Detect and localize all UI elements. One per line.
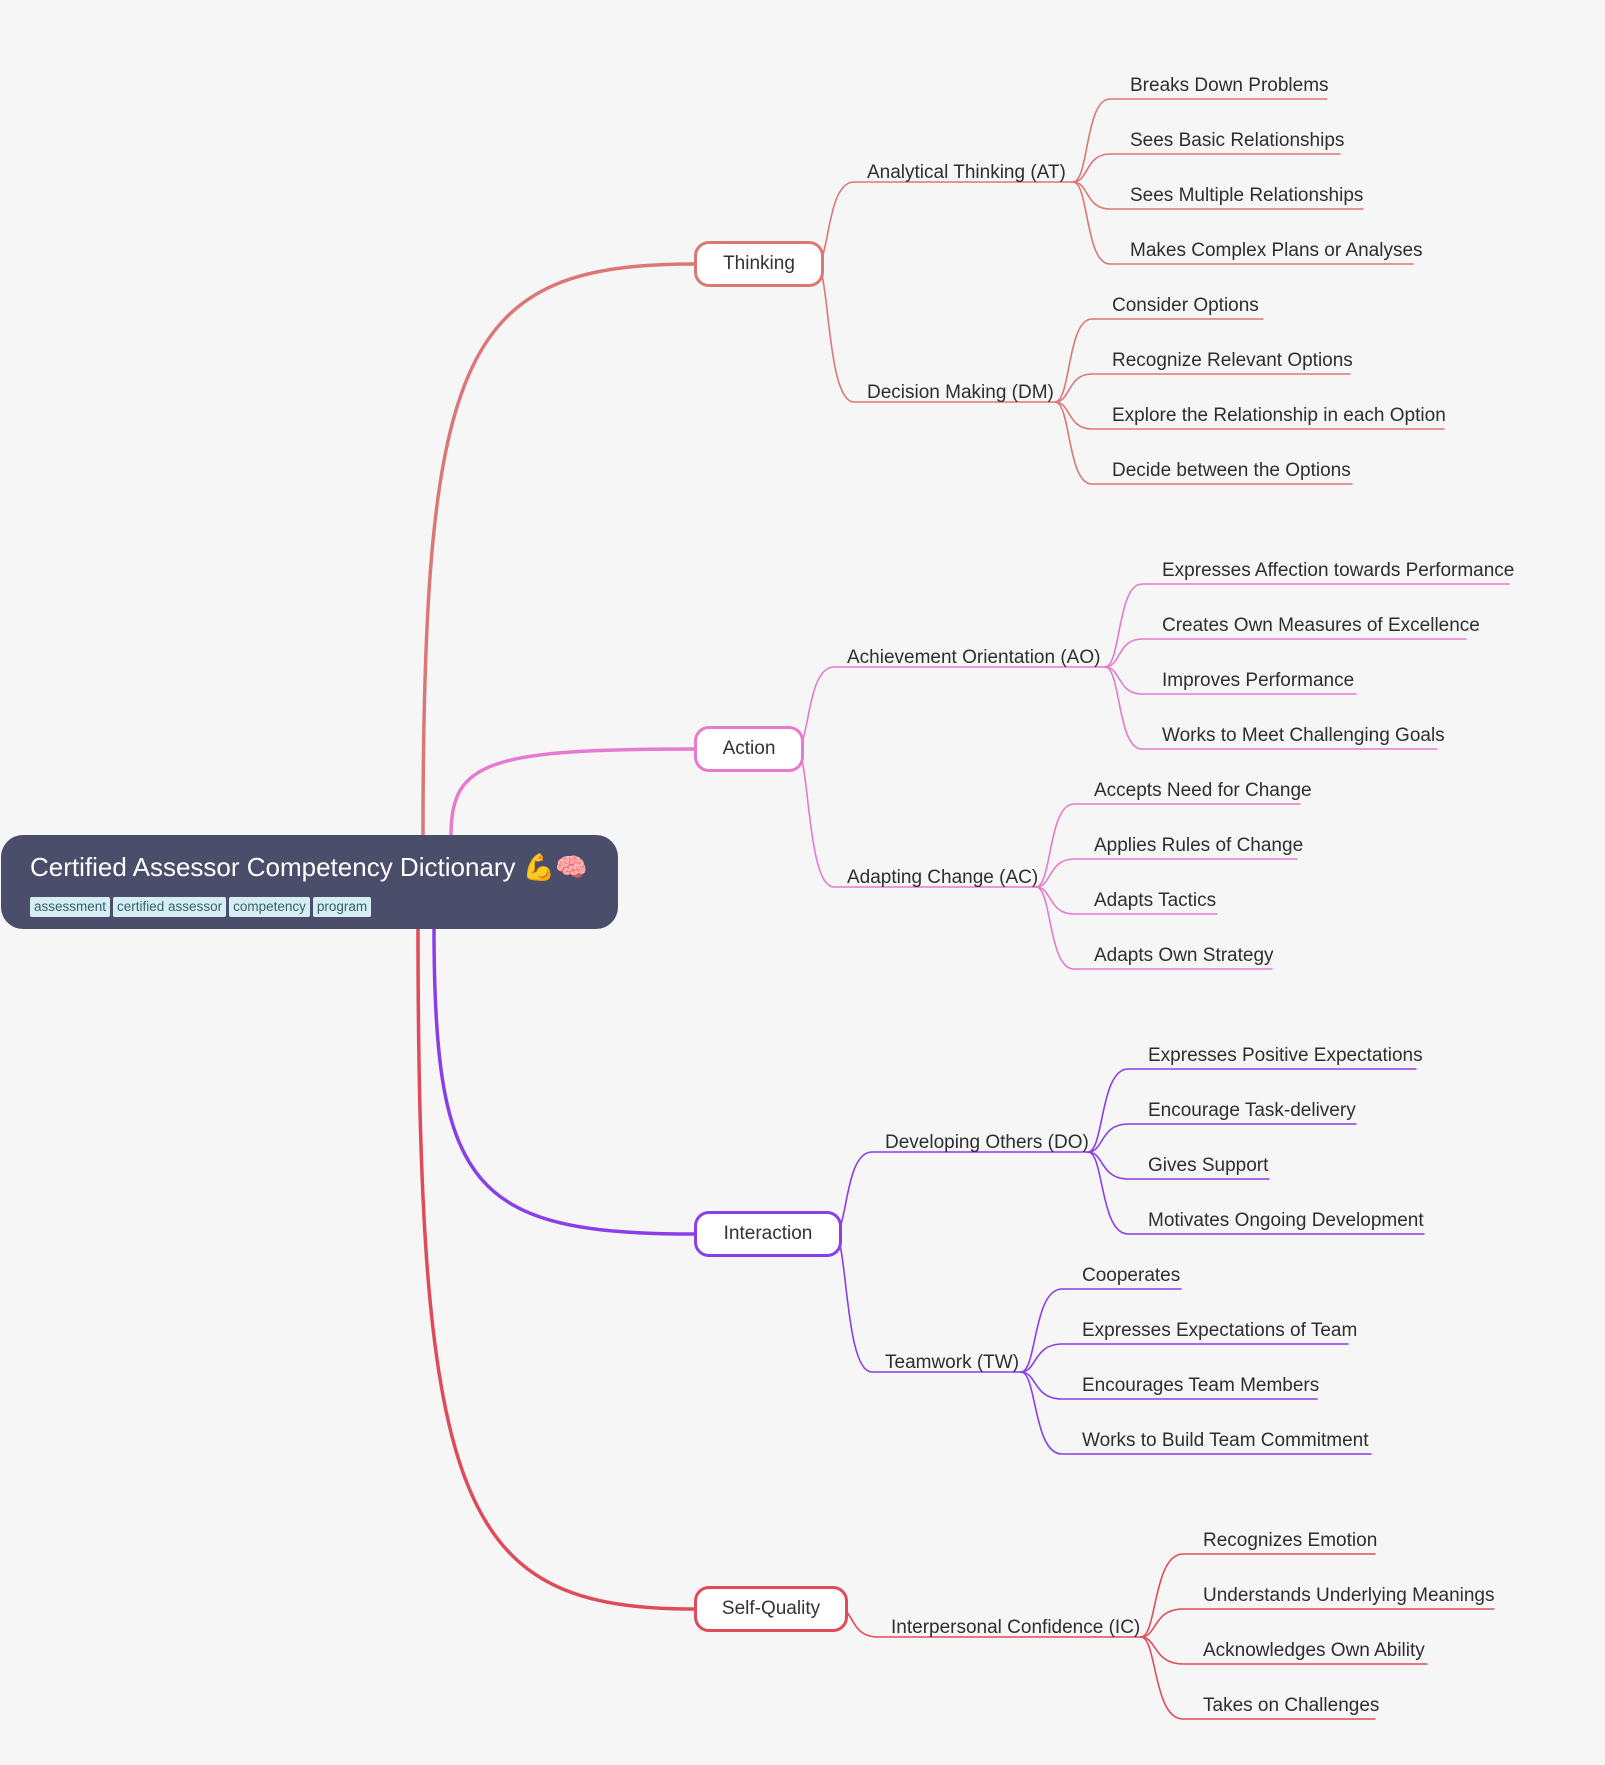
tag-program[interactable]: program xyxy=(312,897,372,917)
leaf-item[interactable]: Explore the Relationship in each Option xyxy=(1112,405,1446,426)
leaf-connector xyxy=(1140,1636,1376,1720)
root-connector xyxy=(449,747,696,837)
leaf-item[interactable]: Acknowledges Own Ability xyxy=(1203,1640,1425,1661)
leaf-connector xyxy=(1020,1343,1349,1373)
leaf-connector xyxy=(1140,1608,1495,1638)
root-topic[interactable]: Certified Assessor Competency Dictionary… xyxy=(1,835,618,929)
leaf-connector xyxy=(1035,858,1298,888)
subtopic-connector xyxy=(795,666,1106,750)
branch-self-quality[interactable]: Self-Quality xyxy=(694,1586,848,1632)
leaf-connector xyxy=(1087,1151,1425,1235)
leaf-item[interactable]: Sees Multiple Relationships xyxy=(1130,185,1364,206)
subtopic-label[interactable]: Teamwork (TW) xyxy=(885,1352,1020,1373)
branch-interaction[interactable]: Interaction xyxy=(694,1211,842,1257)
leaf-connector xyxy=(1087,1068,1417,1153)
subtopic-label[interactable]: Interpersonal Confidence (IC) xyxy=(891,1617,1141,1638)
leaf-item[interactable]: Recognize Relevant Options xyxy=(1112,350,1353,371)
leaf-item[interactable]: Adapts Own Strategy xyxy=(1094,945,1274,966)
leaf-item[interactable]: Motivates Ongoing Development xyxy=(1148,1210,1424,1231)
leaf-connector xyxy=(1054,373,1351,403)
subtopic-label[interactable]: Achievement Orientation (AO) xyxy=(847,647,1101,668)
leaf-item[interactable]: Decide between the Options xyxy=(1112,460,1351,481)
leaf-connector xyxy=(1140,1553,1376,1638)
leaf-connector xyxy=(1104,583,1510,668)
leaf-connector xyxy=(1054,401,1445,430)
leaf-connector xyxy=(1035,803,1301,888)
leaf-connector xyxy=(1072,181,1414,265)
leaf-connector xyxy=(1020,1288,1182,1373)
leaf-item[interactable]: Works to Build Team Commitment xyxy=(1082,1430,1369,1451)
leaf-connector xyxy=(1072,98,1328,183)
leaf-item[interactable]: Expresses Expectations of Team xyxy=(1082,1320,1358,1341)
leaf-connector xyxy=(1104,666,1438,750)
leaf-item[interactable]: Works to Meet Challenging Goals xyxy=(1162,725,1445,746)
leaf-item[interactable]: Expresses Affection towards Performance xyxy=(1162,560,1515,581)
subtopic-label[interactable]: Adapting Change (AC) xyxy=(847,867,1039,888)
leaf-item[interactable]: Breaks Down Problems xyxy=(1130,75,1329,96)
leaf-connector xyxy=(1020,1371,1318,1400)
root-connector xyxy=(432,927,696,1236)
leaf-connector xyxy=(1087,1123,1357,1153)
subtopic-label[interactable]: Decision Making (DM) xyxy=(867,382,1054,403)
tag-assessment[interactable]: assessment xyxy=(30,897,111,917)
leaf-connector xyxy=(1104,638,1467,668)
tag-certified-assessor[interactable]: certified assessor xyxy=(113,897,227,917)
leaf-connector xyxy=(1087,1151,1270,1180)
leaf-item[interactable]: Sees Basic Relationships xyxy=(1130,130,1345,151)
root-connector xyxy=(416,927,696,1611)
leaf-item[interactable]: Encourage Task-delivery xyxy=(1148,1100,1356,1121)
leaf-item[interactable]: Accepts Need for Change xyxy=(1094,780,1312,801)
leaf-connector xyxy=(1020,1371,1372,1455)
leaf-connector xyxy=(1072,181,1364,210)
leaf-connector xyxy=(1104,666,1357,695)
leaf-item[interactable]: Takes on Challenges xyxy=(1203,1695,1380,1716)
branch-action[interactable]: Action xyxy=(694,726,804,772)
leaf-connector xyxy=(1054,401,1353,485)
leaf-connector xyxy=(1140,1636,1428,1665)
leaf-item[interactable]: Consider Options xyxy=(1112,295,1259,316)
leaf-item[interactable]: Creates Own Measures of Excellence xyxy=(1162,615,1480,636)
branch-thinking[interactable]: Thinking xyxy=(694,241,824,287)
subtopic-label[interactable]: Developing Others (DO) xyxy=(885,1132,1089,1153)
leaf-item[interactable]: Improves Performance xyxy=(1162,670,1355,691)
leaf-item[interactable]: Expresses Positive Expectations xyxy=(1148,1045,1423,1066)
leaf-connector xyxy=(1054,318,1264,403)
leaf-connector xyxy=(1072,153,1341,183)
subtopic-connector xyxy=(815,181,1074,265)
subtopic-connector xyxy=(833,1151,1089,1235)
leaf-item[interactable]: Applies Rules of Change xyxy=(1094,835,1304,856)
leaf-item[interactable]: Cooperates xyxy=(1082,1265,1181,1286)
leaf-item[interactable]: Adapts Tactics xyxy=(1094,890,1217,911)
leaf-connector xyxy=(1035,886,1273,970)
leaf-item[interactable]: Recognizes Emotion xyxy=(1203,1530,1378,1551)
leaf-item[interactable]: Makes Complex Plans or Analyses xyxy=(1130,240,1423,261)
leaf-item[interactable]: Understands Underlying Meanings xyxy=(1203,1585,1495,1606)
tag-competency[interactable]: competency xyxy=(229,897,310,917)
leaf-item[interactable]: Gives Support xyxy=(1148,1155,1269,1176)
leaf-item[interactable]: Encourages Team Members xyxy=(1082,1375,1320,1396)
subtopic-label[interactable]: Analytical Thinking (AT) xyxy=(867,162,1066,183)
leaf-connector xyxy=(1035,886,1218,915)
root-connector xyxy=(421,262,696,837)
root-title: Certified Assessor Competency Dictionary… xyxy=(30,852,588,882)
